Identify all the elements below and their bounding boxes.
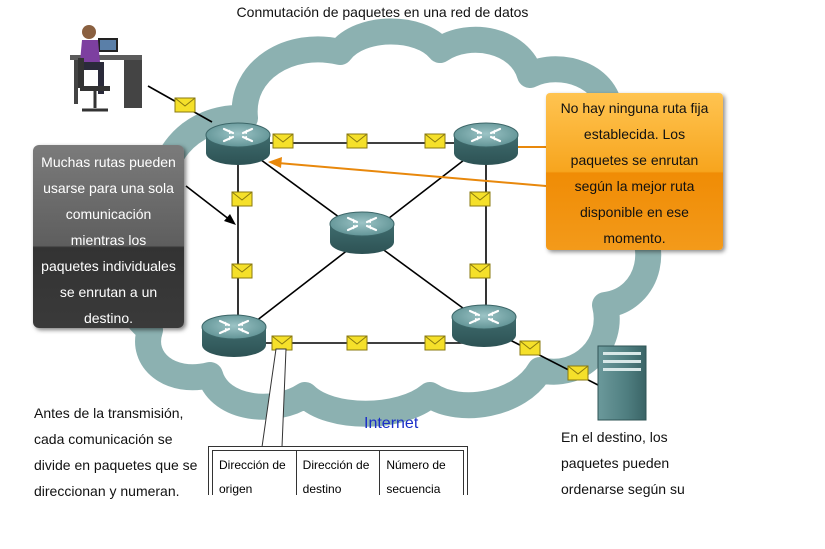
envelope-icon	[519, 340, 541, 356]
router-icon	[452, 121, 520, 167]
callout-line: destino.	[83, 310, 134, 326]
description-line: Antes de la transmisión,	[34, 405, 184, 421]
envelope-icon	[271, 335, 293, 351]
envelope-icon	[346, 133, 368, 149]
best-route-callout: No hay ninguna ruta fija establecida. Lo…	[546, 93, 723, 250]
packet-header-table: Dirección de origen Dirección de destino…	[208, 446, 468, 496]
envelope-icon	[424, 133, 446, 149]
envelope-icon	[469, 191, 491, 207]
envelope-icon	[231, 263, 253, 279]
sequence-number-field: Número de secuencia	[380, 450, 465, 496]
server-tower-icon	[597, 345, 647, 421]
internet-label: Internet	[364, 415, 419, 432]
router-icon	[328, 210, 396, 256]
destination-address-field: Dirección de destino	[296, 450, 381, 496]
callout-line: comunicación	[65, 206, 152, 222]
router-icon	[200, 313, 268, 359]
envelope-icon	[346, 335, 368, 351]
callout-line: paquetes se enrutan	[570, 152, 699, 168]
callout-line: establecida. Los	[583, 126, 686, 142]
envelope-icon	[567, 365, 589, 381]
router-icon	[450, 303, 518, 349]
description-line: direccionan y numeran.	[34, 483, 180, 499]
description-line: En el destino, los	[561, 429, 668, 445]
transmission-description: Antes de la transmisión, cada comunicaci…	[34, 400, 214, 504]
envelope-icon	[469, 263, 491, 279]
multiple-routes-callout: Muchas rutas pueden usarse para una sola…	[33, 145, 184, 328]
description-line: ordenarse según su	[561, 481, 685, 497]
router-icon	[204, 121, 272, 167]
left-callout-arrow	[185, 185, 236, 225]
callout-line: mientras los	[70, 232, 147, 248]
callout-line: usarse para una sola	[43, 180, 174, 196]
callout-line: disponible en ese	[580, 204, 689, 220]
envelope-icon	[272, 133, 294, 149]
description-line: cada comunicación se	[34, 431, 173, 447]
envelope-icon	[231, 191, 253, 207]
description-line: paquetes pueden	[561, 455, 670, 471]
diagram-title: Conmutación de paquetes en una red de da…	[236, 4, 529, 20]
envelope-icon	[174, 97, 196, 113]
envelope-icon	[424, 335, 446, 351]
destination-description: En el destino, los paquetes pueden orden…	[561, 424, 721, 502]
callout-line: momento.	[603, 230, 666, 246]
callout-line: según la mejor ruta	[574, 178, 695, 194]
callout-line: No hay ninguna ruta fija	[560, 100, 709, 116]
source-address-field: Dirección de origen	[212, 450, 297, 496]
callout-line: paquetes individuales	[41, 258, 176, 274]
person-at-workstation-icon	[70, 25, 142, 112]
callout-line: se enrutan a un	[59, 284, 158, 300]
callout-line: Muchas rutas pueden	[41, 154, 176, 170]
description-line: divide en paquetes que se	[34, 457, 198, 473]
